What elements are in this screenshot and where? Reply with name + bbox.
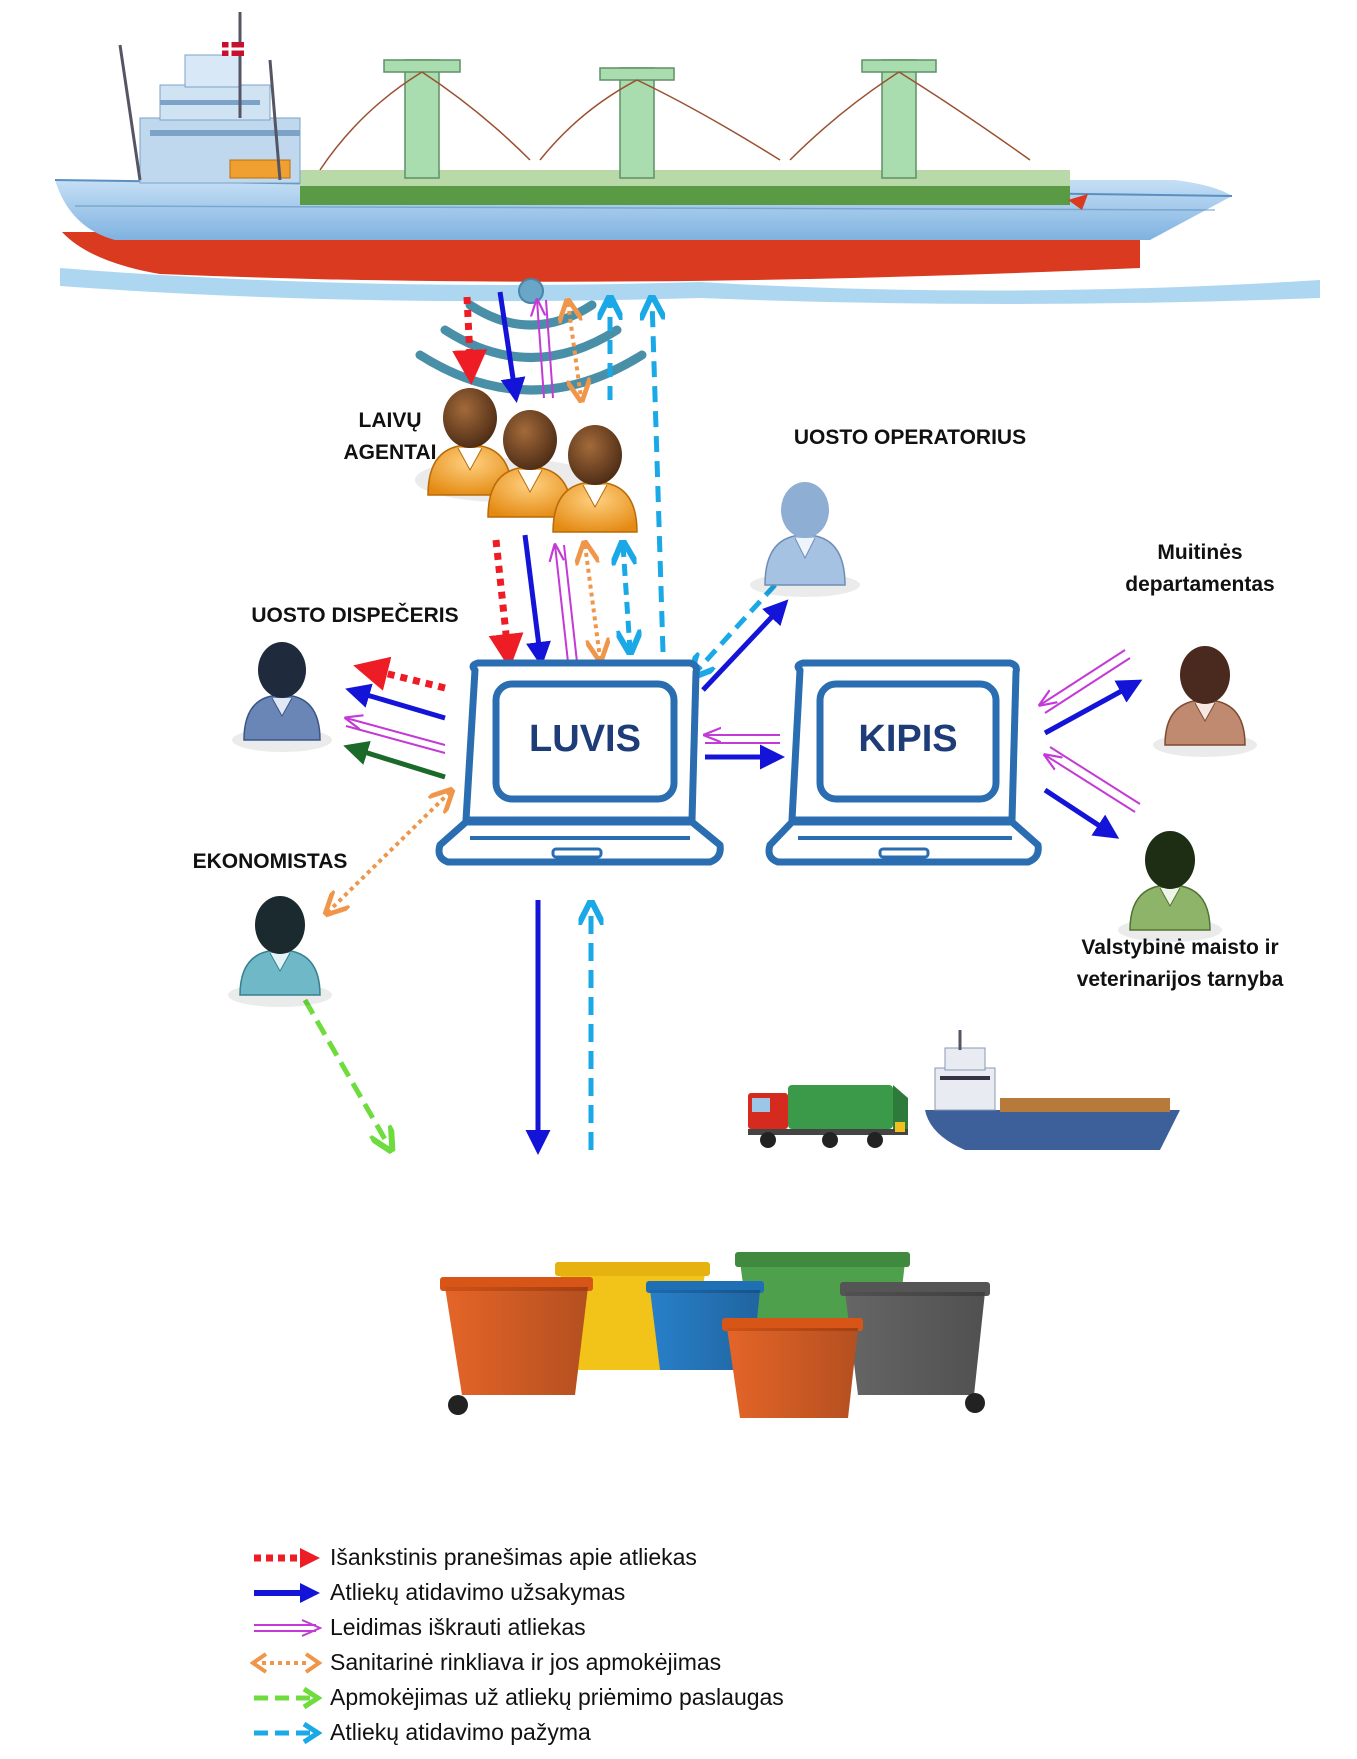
- legend-item-sanitary: Sanitarinė rinkliava ir jos apmokėjimas: [250, 1645, 1150, 1680]
- dotted-red-arrow-icon: [254, 1548, 320, 1568]
- dashed-cyan-arrow-icon: [254, 1721, 322, 1745]
- luvis-laptop-icon: [435, 659, 724, 866]
- waste-bins-icon: [440, 1252, 990, 1418]
- legend: Išankstinis pranešimas apie atliekas Atl…: [250, 1540, 1150, 1750]
- customs-department-icon: [1153, 646, 1257, 757]
- ship-agents-label-line1: LAIVŲ: [358, 409, 422, 432]
- garbage-truck-icon: [748, 1085, 908, 1148]
- port-operator-icon: [750, 482, 860, 597]
- port-dispatcher-icon: [232, 642, 332, 752]
- legend-text-payment: Apmokėjimas už atliekų priėmimo paslauga…: [330, 1684, 784, 1710]
- ship-agents-label: LAIVŲ AGENTAI: [330, 405, 450, 469]
- cargo-ship-icon: [54, 12, 1320, 304]
- legend-item-notice: Išankstinis pranešimas apie atliekas: [250, 1540, 1150, 1575]
- food-vet-label-line1: Valstybinė maisto ir: [1081, 936, 1279, 959]
- food-vet-label: Valstybinė maisto ir veterinarijos tarny…: [1020, 932, 1340, 996]
- double-magenta-arrow-icon: [254, 1619, 322, 1637]
- dotted-orange-double-arrow-icon: [250, 1652, 322, 1674]
- economist-label: EKONOMISTAS: [192, 850, 348, 873]
- flow-arrows: [302, 291, 1143, 1150]
- waste-bin-icon: [440, 1277, 593, 1415]
- legend-text-notice: Išankstinis pranešimas apie atliekas: [330, 1544, 697, 1570]
- legend-item-certificate: Atliekų atidavimo pažyma: [250, 1715, 1150, 1750]
- dashed-green-arrow-icon: [254, 1686, 322, 1710]
- legend-text-order: Atliekų atidavimo užsakymas: [330, 1579, 626, 1605]
- legend-text-sanitary: Sanitarinė rinkliava ir jos apmokėjimas: [330, 1649, 722, 1675]
- customs-label-line1: Muitinės: [1157, 541, 1243, 564]
- customs-label: Muitinės departamentas: [1090, 537, 1310, 601]
- legend-item-order: Atliekų atidavimo užsakymas: [250, 1575, 1150, 1610]
- economist-icon: [228, 896, 332, 1007]
- legend-text-certificate: Atliekų atidavimo pažyma: [330, 1719, 591, 1745]
- legend-item-payment: Apmokėjimas už atliekų priėmimo paslauga…: [250, 1680, 1150, 1715]
- waste-bin-icon: [722, 1318, 863, 1418]
- port-dispatcher-label: UOSTO DISPEČERIS: [251, 604, 459, 627]
- solid-blue-arrow-icon: [254, 1583, 320, 1603]
- luvis-label: LUVIS: [529, 718, 641, 760]
- food-vet-label-line2: veterinarijos tarnyba: [1076, 968, 1284, 991]
- legend-text-permit: Leidimas iškrauti atliekas: [330, 1614, 586, 1640]
- supply-vessel-icon: [925, 1030, 1180, 1150]
- waste-bin-icon: [840, 1282, 990, 1413]
- customs-label-line2: departamentas: [1125, 573, 1275, 596]
- port-operator-label: UOSTO OPERATORIUS: [793, 426, 1027, 449]
- ship-agents-icon: [415, 388, 638, 533]
- food-veterinary-service-icon: [1118, 831, 1222, 942]
- ship-agents-label-line2: AGENTAI: [343, 441, 437, 464]
- legend-item-permit: Leidimas iškrauti atliekas: [250, 1610, 1150, 1645]
- kipis-label: KIPIS: [858, 718, 958, 760]
- kipis-laptop-icon: [765, 659, 1042, 866]
